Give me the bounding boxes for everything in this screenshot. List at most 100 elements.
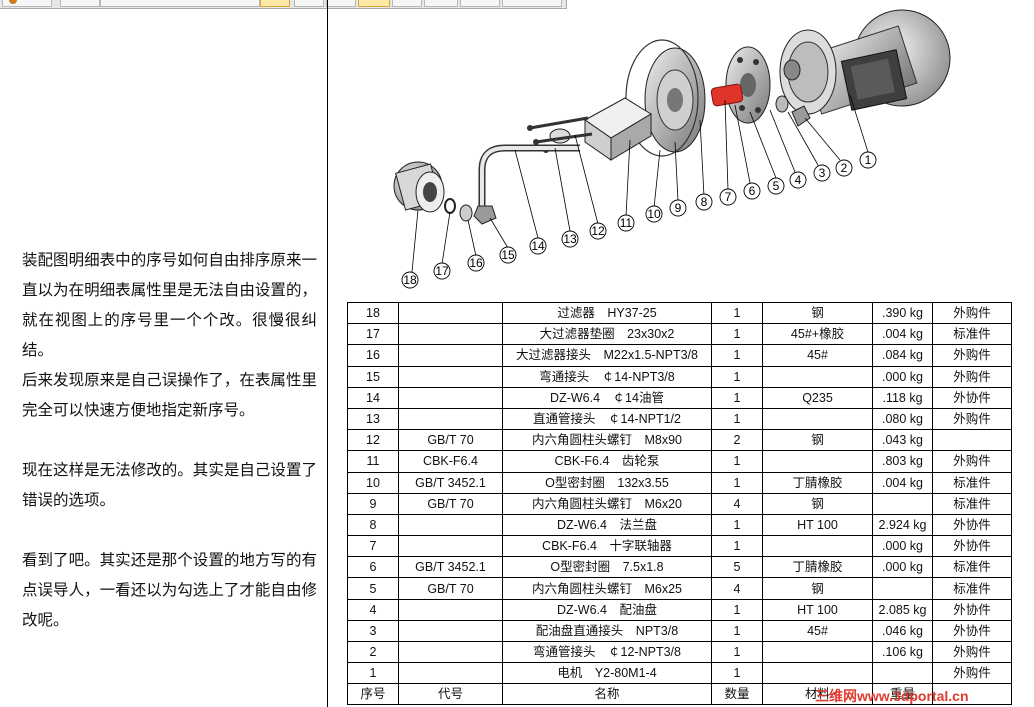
- bom-cell-no: 5: [347, 577, 399, 600]
- bom-cell-name: DZ-W6.4 配油盘: [502, 598, 712, 621]
- balloon-label: 12: [591, 224, 605, 238]
- bom-header-cell: 材料: [762, 683, 873, 706]
- bom-cell-qty: 1: [711, 450, 763, 473]
- bom-cell-code: GB/T 3452.1: [398, 471, 503, 494]
- bom-cell-code: GB/T 70: [398, 429, 503, 452]
- article-paragraph-3: 现在这样是无法修改的。其实是自己设置了错误的选项。: [22, 461, 317, 509]
- bom-cell-qty: 1: [711, 535, 763, 558]
- bom-cell-weight: 2.085 kg: [872, 598, 933, 621]
- balloon-circle: [589, 222, 607, 240]
- bom-cell-no: 9: [347, 492, 399, 515]
- toolbar-button-6[interactable]: [326, 0, 356, 7]
- bom-cell-name: 大过滤器接头 M22x1.5-NPT3/8: [502, 344, 712, 367]
- bom-header-cell: 代号: [398, 683, 503, 706]
- bom-header-cell: 序号: [347, 683, 399, 706]
- bom-cell-material: 45#: [762, 344, 873, 367]
- bom-cell-weight: [872, 662, 933, 685]
- toolbar-button-1[interactable]: [2, 0, 52, 7]
- bom-cell-material: 钢: [762, 429, 873, 452]
- toolbar-button-4[interactable]: [260, 0, 290, 7]
- bom-cell-name: 内六角圆柱头螺钉 M8x90: [502, 429, 712, 452]
- toolbar-button-2[interactable]: [60, 0, 100, 7]
- balloon-label: 7: [725, 190, 732, 204]
- bom-cell-code: [398, 662, 503, 685]
- panel-divider: [327, 0, 328, 707]
- bom-cell-code: GB/T 3452.1: [398, 556, 503, 579]
- bom-cell-remark: 外协件: [932, 513, 1012, 537]
- bom-cell-weight: .000 kg: [872, 535, 933, 558]
- balloon-circle: [835, 159, 853, 177]
- article-text: 装配图明细表中的序号如何自由排序原来一直以为在明细表属性里是无法自由设置的，就在…: [22, 245, 317, 635]
- bom-cell-code: [398, 301, 503, 325]
- bom-cell-qty: 1: [711, 344, 763, 367]
- bom-cell-no: 2: [347, 640, 399, 664]
- bom-cell-no: 10: [347, 471, 399, 494]
- toolbar-button-3[interactable]: [100, 0, 260, 7]
- bom-cell-remark: 外购件: [932, 450, 1012, 473]
- toolbar-button-11[interactable]: [502, 0, 562, 7]
- bom-cell-remark: [932, 429, 1012, 452]
- bom-cell-qty: 1: [711, 323, 763, 346]
- bom-cell-code: CBK-F6.4: [398, 450, 503, 473]
- bom-cell-material: 钢: [762, 492, 873, 515]
- balloon-label: 15: [501, 248, 515, 262]
- bom-cell-name: DZ-W6.4 ￠14油管: [502, 386, 712, 409]
- balloon-circle: [645, 205, 663, 223]
- bom-cell-material: HT 100: [762, 598, 873, 621]
- bom-cell-material: 钢: [762, 301, 873, 325]
- bom-cell-material: 45#: [762, 619, 873, 643]
- toolbar-button-7[interactable]: [358, 0, 390, 7]
- bom-cell-qty: 1: [711, 619, 763, 643]
- bom-cell-weight: .004 kg: [872, 323, 933, 346]
- balloon-label: 8: [701, 195, 708, 209]
- bom-cell-no: 14: [347, 386, 399, 409]
- filter-part: [393, 161, 445, 213]
- toolbar-button-9[interactable]: [424, 0, 458, 7]
- bom-cell-qty: 1: [711, 598, 763, 621]
- bom-cell-material: Q235: [762, 386, 873, 409]
- balloon-circle: [467, 254, 485, 272]
- bom-cell-code: GB/T 70: [398, 577, 503, 600]
- bom-cell-no: 1: [347, 662, 399, 685]
- bom-cell-weight: .004 kg: [872, 471, 933, 494]
- bom-cell-qty: 1: [711, 386, 763, 409]
- balloon-circle: [813, 164, 831, 182]
- bom-cell-remark: 外购件: [932, 344, 1012, 367]
- bom-cell-remark: 外协件: [932, 535, 1012, 558]
- bom-header-row: 序号代号名称数量材料重量: [347, 683, 1012, 706]
- bom-cell-name: O型密封圈 132x3.55: [502, 471, 712, 494]
- bom-cell-qty: 5: [711, 556, 763, 579]
- bom-cell-name: 直通管接头 ￠14-NPT1/2: [502, 407, 712, 431]
- bom-cell-material: 丁腈橡胶: [762, 556, 873, 579]
- bom-cell-name: 电机 Y2-80M1-4: [502, 662, 712, 685]
- toolbar-button-10[interactable]: [460, 0, 500, 7]
- tool-icon: [9, 0, 17, 4]
- bom-cell-weight: .000 kg: [872, 556, 933, 579]
- bom-cell-weight: .084 kg: [872, 344, 933, 367]
- bom-cell-name: 弯通管接头 ￠12-NPT3/8: [502, 640, 712, 664]
- bom-cell-name: CBK-F6.4 齿轮泵: [502, 450, 712, 473]
- balloon-label: 14: [531, 239, 545, 253]
- bom-cell-no: 17: [347, 323, 399, 346]
- bom-cell-no: 11: [347, 450, 399, 473]
- bom-cell-material: [762, 450, 873, 473]
- balloon-circle: [695, 193, 713, 211]
- bom-cell-qty: 1: [711, 365, 763, 388]
- toolbar-button-5[interactable]: [294, 0, 324, 7]
- bom-cell-no: 8: [347, 513, 399, 537]
- balloon-label: 6: [749, 184, 756, 198]
- bom-cell-no: 4: [347, 598, 399, 621]
- bom-cell-material: [762, 407, 873, 431]
- bom-cell-qty: 1: [711, 301, 763, 325]
- bom-cell-name: 大过滤器垫圈 23x30x2: [502, 323, 712, 346]
- toolbar-button-8[interactable]: [392, 0, 422, 7]
- bom-cell-qty: 4: [711, 492, 763, 515]
